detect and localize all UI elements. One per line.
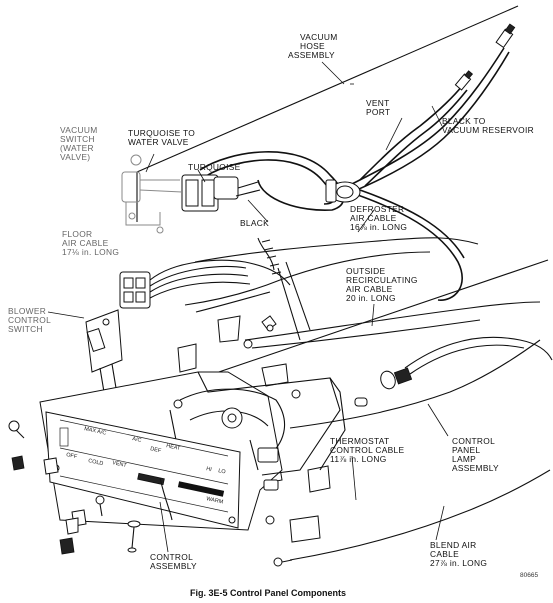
label-black-reservoir-1: BLACK TO [442,116,486,126]
label-panel-lamp-2: PANEL [452,445,480,455]
panel-heat: HEAT [166,443,182,452]
vacuum-switch-water-valve [121,154,183,234]
leader-lines [47,61,449,553]
hose-junction [325,179,361,203]
vacuum-hose-assembly [199,23,516,301]
label-thermostat-3: 11⅞ in. LONG [330,454,387,464]
hose-fitting-vent [454,70,474,91]
hose-fitting-top [495,23,516,49]
label-vacuum-switch-2: SWITCH [60,134,95,144]
callout-turquoise: TURQUOISE [188,162,241,172]
callout-blend-air: BLEND AIR CABLE 27⅞ in. LONG [430,540,487,568]
panel-lamp-assembly [354,367,413,407]
label-panel-lamp-3: LAMP [452,454,476,464]
label-turquoise: TURQUOISE [188,162,241,172]
control-assembly [39,371,346,531]
label-vent-port-1: VENT [366,98,390,108]
callout-thermostat: THERMOSTAT CONTROL CABLE 11⅞ in. LONG [330,436,404,464]
diagram-frame-lines [136,5,549,393]
callout-control-assembly: CONTROL ASSEMBLY [150,552,197,571]
panel-hi: HI [206,466,213,473]
label-defroster-1: DEFROSTER [350,204,404,214]
label-defroster-3: 16⅞ in. LONG [350,222,407,232]
label-vacuum-hose-2: HOSE [300,41,325,51]
screw-lower-2 [127,520,141,553]
label-black-reservoir-2: VACUUM RESERVOIR [442,125,534,135]
callout-vacuum-switch: VACUUM SWITCH (WATER VALVE) [60,125,97,162]
label-control-2: ASSEMBLY [150,561,197,571]
label-outside-1: OUTSIDE [346,266,385,276]
label-turquoise-water-1: TURQUOISE TO [128,128,195,138]
label-blend-1: BLEND AIR [430,540,476,550]
callout-floor-cable: FLOOR AIR CABLE 17⅛ in. LONG [62,229,119,257]
label-vacuum-switch-4: VALVE) [60,152,90,162]
label-floor-2: AIR CABLE [62,238,109,248]
label-thermostat-2: CONTROL CABLE [330,445,404,455]
callout-turquoise-water-valve: TURQUOISE TO WATER VALVE [128,128,195,147]
screw-left [8,420,25,439]
label-blend-3: 27⅞ in. LONG [430,558,487,568]
knob-4 [59,537,75,555]
label-turquoise-water-2: WATER VALVE [128,137,189,147]
spiral-wrap [257,237,311,341]
label-blend-2: CABLE [430,549,459,559]
label-outside-2: RECIRCULATING [346,275,418,285]
panel-lo: LO [218,468,227,476]
callout-black: BLACK [240,218,269,228]
callout-vent-port: VENT PORT [366,98,390,117]
blower-wiring [119,259,291,309]
blower-control-switch [85,309,123,393]
figure-caption: Fig. 3E-5 Control Panel Components [190,588,346,598]
label-defroster-2: AIR CABLE [350,213,397,223]
panel-face-markings: MAX A/C A/C HEAT OFF VENT COLD HI LO WAR… [66,426,227,506]
panel-vent: VENT [112,460,128,469]
label-blower-3: SWITCH [8,324,43,334]
label-vacuum-hose-3: ASSEMBLY [288,50,335,60]
reference-code: 80665 [520,572,538,579]
panel-max-ac: MAX A/C [84,426,107,437]
cables [184,237,553,567]
knob-2 [43,457,59,475]
label-vacuum-switch-1: VACUUM [60,125,97,135]
label-floor-3: 17⅛ in. LONG [62,247,119,257]
panel-off: OFF [66,452,79,460]
vacuum-connectors [181,174,261,212]
label-black: BLACK [240,218,269,228]
panel-cold: COLD [88,458,104,467]
label-vacuum-switch-3: (WATER [60,143,94,153]
label-floor-1: FLOOR [62,229,92,239]
screw-lower-1 [95,495,105,517]
panel-ac: A/C [132,436,142,444]
callout-black-reservoir: BLACK TO VACUUM RESERVOIR [442,116,534,135]
loose-hardware [8,420,141,555]
knob-1 [11,455,25,471]
label-control-1: CONTROL [150,552,193,562]
label-blower-1: BLOWER [8,306,46,316]
callout-defroster: DEFROSTER AIR CABLE 16⅞ in. LONG [350,204,407,232]
label-panel-lamp-4: ASSEMBLY [452,463,499,473]
label-panel-lamp-1: CONTROL [452,436,495,446]
callout-panel-lamp: CONTROL PANEL LAMP ASSEMBLY [452,436,499,473]
label-vacuum-hose-1: VACUUM [300,32,337,42]
callout-blower-switch: BLOWER CONTROL SWITCH [8,306,51,334]
label-vent-port-2: PORT [366,107,390,117]
label-outside-4: 20 in. LONG [346,293,396,303]
panel-warm: WARM [206,496,224,506]
label-outside-3: AIR CABLE [346,284,393,294]
knob-5 [65,517,79,535]
label-thermostat-1: THERMOSTAT [330,436,389,446]
panel-defrost: DEF [150,446,163,454]
callout-outside-recirc: OUTSIDE RECIRCULATING AIR CABLE 20 in. L… [346,266,418,303]
label-blower-2: CONTROL [8,315,51,325]
callout-vacuum-hose: VACUUM HOSE ASSEMBLY [288,32,337,60]
